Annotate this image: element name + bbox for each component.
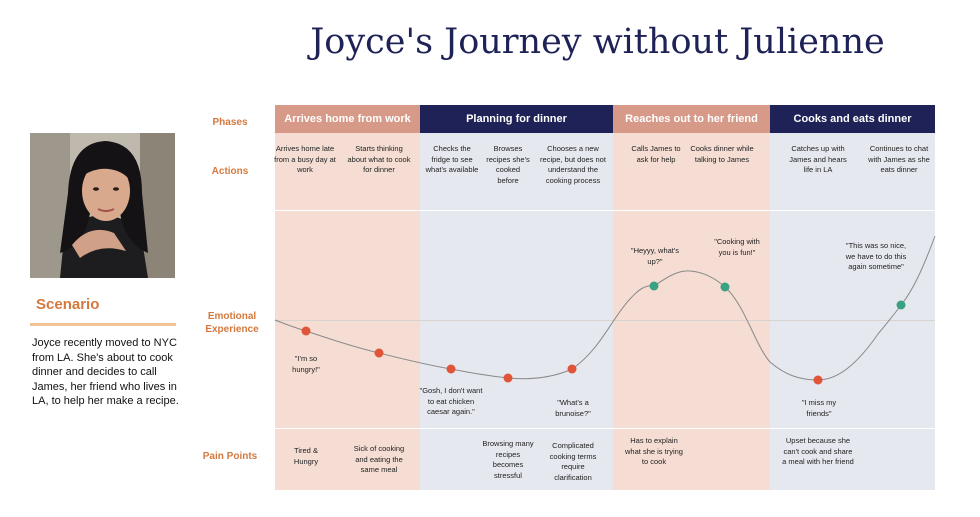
pain-point-cell: Browsing many recipes becomes stressful — [482, 439, 534, 480]
row-label-pain-points: Pain Points — [202, 451, 258, 462]
neutral-baseline — [275, 320, 935, 321]
persona-photo-icon — [30, 133, 175, 278]
emotion-point — [649, 281, 659, 291]
pain-point-cell: Upset because she can't cook and share a… — [782, 436, 854, 466]
pain-point-cell: Tired & Hungry — [293, 446, 319, 466]
emotion-quote: "I'm so hungry!" — [292, 354, 320, 374]
emotion-quote: "What's a brunoise?" — [555, 398, 591, 418]
scenario-title: Scenario — [36, 296, 100, 313]
emotion-quote: "Gosh, I don't want to eat chicken caesa… — [419, 386, 483, 416]
row-divider-emotional — [275, 428, 935, 429]
action-cell: Arrives home late from a busy day at wor… — [274, 144, 336, 174]
action-cell: Cooks dinner while talking to James — [690, 144, 754, 164]
action-cell: Catches up with James and hears life in … — [789, 144, 847, 174]
emotion-point — [374, 348, 384, 358]
pain-point-cell: Complicated cooking terms require clarif… — [549, 441, 597, 482]
phase-header-arrives: Arrives home from work — [275, 105, 420, 133]
action-cell: Browses recipes she's cooked before — [486, 144, 530, 185]
action-cell: Calls James to ask for help — [631, 144, 681, 164]
row-label-emotional: Emotional Experience — [205, 311, 259, 335]
phase-header-reaches-out: Reaches out to her friend — [613, 105, 770, 133]
phase-band-reaches-out — [613, 105, 770, 490]
row-label-actions: Actions — [211, 166, 249, 177]
emotion-point — [567, 364, 577, 374]
row-divider-actions — [275, 210, 935, 211]
phase-band-cooks — [770, 105, 935, 490]
emotion-point — [301, 326, 311, 336]
emotion-point — [446, 364, 456, 374]
emotion-quote: "Heyyy, what's up?" — [630, 246, 680, 266]
action-cell: Checks the fridge to see what's availabl… — [425, 144, 479, 174]
row-label-phases: Phases — [212, 117, 248, 128]
action-cell: Starts thinking about what to cook for d… — [347, 144, 411, 174]
action-cell: Continues to chat with James as she eats… — [868, 144, 930, 174]
pain-point-cell: Sick of cooking and eating the same meal — [353, 444, 405, 474]
emotion-quote: "This was so nice, we have to do this ag… — [845, 241, 907, 271]
scenario-divider — [30, 323, 176, 326]
scenario-text: Joyce recently moved to NYC from LA. She… — [32, 337, 179, 407]
emotion-point — [896, 300, 906, 310]
emotion-curve-line — [274, 235, 936, 381]
emotion-point — [503, 373, 513, 383]
emotion-point — [813, 375, 823, 385]
phase-header-cooks: Cooks and eats dinner — [770, 105, 935, 133]
page-title: Joyce's Journey without Julienne — [310, 22, 885, 62]
emotion-point — [720, 282, 730, 292]
phase-band-planning — [420, 105, 613, 490]
action-cell: Chooses a new recipe, but does not under… — [540, 144, 606, 185]
phase-header-planning: Planning for dinner — [420, 105, 613, 133]
emotion-quote: "I miss my friends" — [801, 398, 837, 418]
emotion-quote: "Cooking with you is fun!" — [714, 237, 760, 257]
phase-band-arrives — [275, 105, 420, 490]
pain-point-cell: Has to explain what she is trying to coo… — [625, 436, 683, 466]
